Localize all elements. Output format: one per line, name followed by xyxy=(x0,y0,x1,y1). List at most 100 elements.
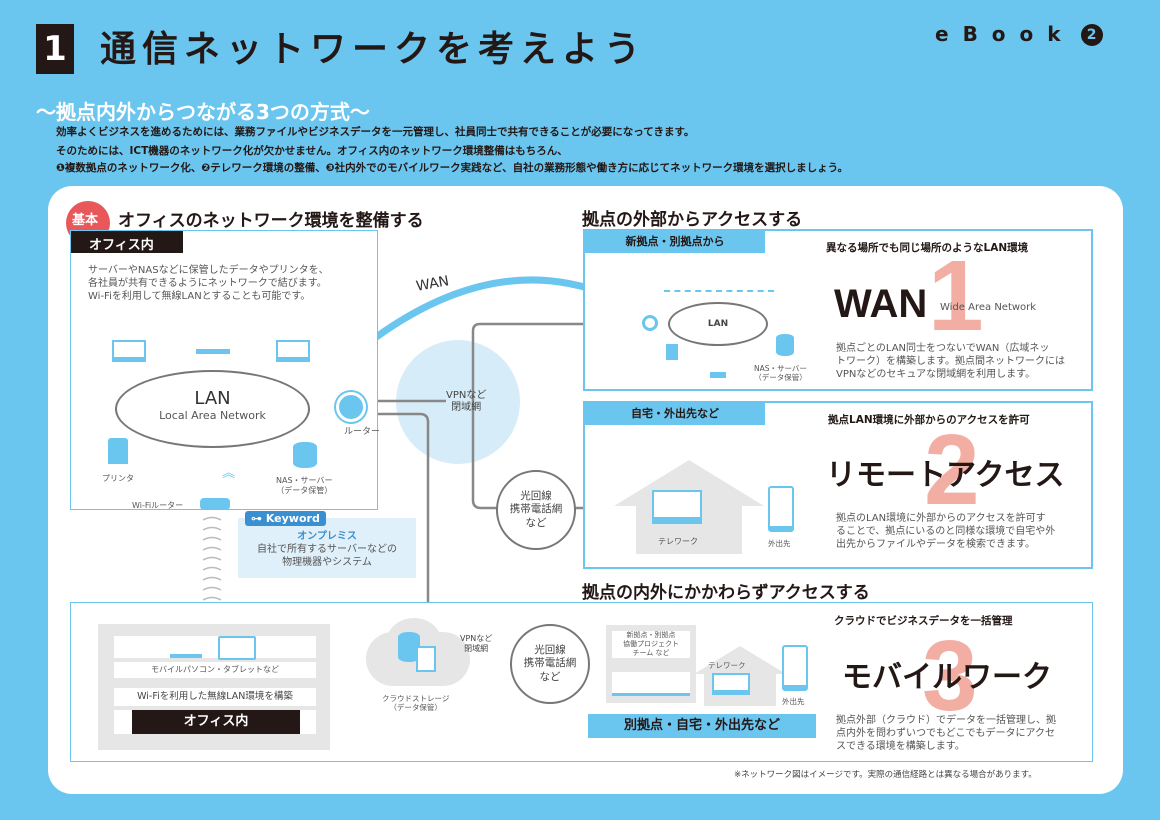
wifi-icon: ︽ xyxy=(222,466,236,481)
office-description-line: サーバーやNASなどに保管したデータやプリンタを、 xyxy=(88,265,329,276)
outside-section-title: 拠点の外部からアクセスする xyxy=(582,210,803,230)
keyword-badge: ⊶ Keyword xyxy=(245,511,326,526)
mobile-card-description-line: 拠点外部（クラウド）でデータを一括管理し、拠 xyxy=(836,715,1056,726)
devices-label: モバイルパソコン・タブレットなど xyxy=(114,662,316,678)
line-circle-text: など xyxy=(525,516,547,529)
router-label: ルーター xyxy=(344,427,381,437)
outside-label: 外出先 xyxy=(768,539,791,548)
printer-label: プリンタ xyxy=(102,474,134,483)
site-label-line: チーム など xyxy=(632,649,670,657)
mobile-card-number: 3 xyxy=(922,620,978,732)
wifi-router-label: Wi-Fiルーター xyxy=(132,501,184,510)
wan-card-tag: 新拠点・別拠点から xyxy=(585,231,765,253)
wan-card-number: 1 xyxy=(928,240,984,352)
office-bottom-tag: オフィス内 xyxy=(132,710,300,734)
keyword-content: オンプレミス 自社で所有するサーバーなどの 物理機器やシステム xyxy=(238,530,416,569)
subtitle: ～拠点内外からつながる3つの方式～ xyxy=(36,100,370,124)
mobile-bottom-tag: 別拠点・自宅・外出先など xyxy=(588,714,816,738)
intro-line-1: 効率よくビジネスを進めるためには、業務ファイルやビジネスデータを一元管理し、社員… xyxy=(56,126,695,138)
cloud-line-circle-text: など xyxy=(539,670,561,683)
mobile-card-headline: クラウドでビジネスデータを一括管理 xyxy=(834,615,1013,627)
laptop-icon xyxy=(196,334,230,354)
cloud-vpn-label: VPNなど 閉域網 xyxy=(460,634,492,654)
tablet-icon xyxy=(218,636,256,660)
ebook-number: 2 xyxy=(1080,24,1103,46)
vpn-label: VPNなど 閉域網 xyxy=(446,390,486,414)
office-description-line: 各社員が共有できるようにネットワークで結びます。 xyxy=(88,278,327,289)
line-circle-text: 光回線 xyxy=(520,490,552,503)
mobile-card-name: モバイルワーク xyxy=(842,660,1052,695)
mobile-telework-laptop-icon xyxy=(712,673,750,695)
cloud-label: クラウドストレージ （データ保管） xyxy=(382,694,449,712)
remote-card-description-line: 拠点のLAN環境に外部からのアクセスを許可す xyxy=(836,513,1046,524)
intro-line-3: ❶複数拠点のネットワーク化、❷テレワーク環境の整備、❸社内外でのモバイルワーク実… xyxy=(56,162,849,174)
lan-ellipse: LAN Local Area Network xyxy=(115,370,310,448)
page-title: 通信ネットワークを考えよう xyxy=(100,29,647,70)
wan-card-name-sub: Wide Area Network xyxy=(940,302,1037,313)
document-icon xyxy=(416,646,436,672)
mobile-telework-label: テレワーク xyxy=(708,661,746,670)
mini-printer-icon xyxy=(666,344,678,360)
footnote: ※ネットワーク図はイメージです。実際の通信経路とは異なる場合があります。 xyxy=(734,770,1037,780)
mini-nas-label-line: （データ保管） xyxy=(754,373,807,382)
cloud-label-line: クラウドストレージ xyxy=(382,694,450,703)
site-label-line: 協働プロジェクト xyxy=(623,640,679,648)
mini-nas-icon xyxy=(776,334,794,356)
key-icon: ⊶ xyxy=(251,512,266,525)
keyword-definition-line: 物理機器やシステム xyxy=(282,557,372,568)
keyword-definition-line: 自社で所有するサーバーなどの xyxy=(257,544,397,555)
remote-card-headline: 拠点LAN環境に外部からのアクセスを許可 xyxy=(828,414,1030,426)
wan-card-description-line: トワーク）を構築します。拠点間ネットワークには xyxy=(836,356,1065,367)
office-description-line: Wi-Fiを利用して無線LANとすることも可能です。 xyxy=(88,291,311,302)
anywhere-section-title: 拠点の内外にかかわらずアクセスする xyxy=(582,583,870,603)
mini-router-icon xyxy=(642,315,658,331)
wifi-router-icon xyxy=(200,498,230,510)
office-tag: オフィス内 xyxy=(71,231,183,253)
wan-card-description-line: VPNなどのセキュアな閉域網を利用します。 xyxy=(836,369,1036,380)
remote-card-description-line: 出先からファイルやデータを検索できます。 xyxy=(836,539,1035,550)
chapter-number: 1 xyxy=(36,24,74,74)
telework-label: テレワーク xyxy=(658,537,698,546)
printer-icon xyxy=(108,438,128,464)
mobile-card-description: 拠点外部（クラウド）でデータを一括管理し、拠 点内外を問わずいつでもどこでもデー… xyxy=(836,714,1056,753)
remote-card-description-line: ることで、拠点にいるのと同様な環境で自宅や外 xyxy=(836,526,1056,537)
remote-card-number: 2 xyxy=(924,414,980,526)
mobile-pc-icon xyxy=(170,636,202,658)
wan-card-headline: 異なる場所でも同じ場所のようなLAN環境 xyxy=(826,242,1029,254)
mini-nas-label: NAS・サーバー （データ保管） xyxy=(754,364,807,382)
cloud-vpn-label-line: 閉域網 xyxy=(464,644,489,653)
mini-devices-icon xyxy=(664,290,774,298)
intro-line-2: そのためには、ICT機器のネットワーク化が欠かせません。オフィス内のネットワーク… xyxy=(56,145,568,157)
site-label: 新拠点・別拠点 協働プロジェクト チーム など xyxy=(612,631,690,658)
remote-card-description: 拠点のLAN環境に外部からのアクセスを許可す ることで、拠点にいるのと同様な環境… xyxy=(836,512,1055,551)
nas-label: NAS・サーバー （データ保管） xyxy=(276,476,332,496)
site-desks-icon xyxy=(612,672,690,696)
wan-card xyxy=(583,229,1093,391)
remote-card-tag: 自宅・外出先など xyxy=(585,403,765,425)
mini-nas-label-line: NAS・サーバー xyxy=(754,364,807,373)
basic-badge-label: 基本 xyxy=(72,213,99,228)
nas-label-line: NAS・サーバー xyxy=(276,476,333,485)
mobile-card-description-line: 点内外を問わずいつでもどこでもデータにアクセ xyxy=(836,728,1055,739)
cloud-label-line: （データ保管） xyxy=(389,703,442,712)
nas-icon xyxy=(293,442,317,468)
laptop-icon xyxy=(112,340,146,362)
keyword-box xyxy=(238,518,416,578)
nas-label-line: （データ保管） xyxy=(276,486,333,495)
mobile-house-roof xyxy=(694,646,786,674)
router-cloud-line xyxy=(368,412,430,645)
keyword-term: オンプレミス xyxy=(297,531,357,542)
cloud-line-circle: 光回線携帯電話網など xyxy=(510,624,590,704)
lan-sub-label: Local Area Network xyxy=(159,409,266,422)
smartphone-icon xyxy=(768,486,794,532)
keyword-badge-label: Keyword xyxy=(265,512,320,525)
site-label-line: 新拠点・別拠点 xyxy=(626,631,676,639)
cloud-line-circle-text: 携帯電話網 xyxy=(523,657,577,670)
vpn-label-line: VPNなど xyxy=(446,390,487,401)
cloud-line-circle-text: 光回線 xyxy=(534,644,566,657)
basic-section-title: オフィスのネットワーク環境を整備する xyxy=(118,211,424,231)
wifi-lan-label: Wi-Fiを利用した無線LAN環境を構築 xyxy=(114,688,316,706)
office-floor xyxy=(114,636,316,658)
remote-card-name: リモートアクセス xyxy=(826,458,1065,493)
